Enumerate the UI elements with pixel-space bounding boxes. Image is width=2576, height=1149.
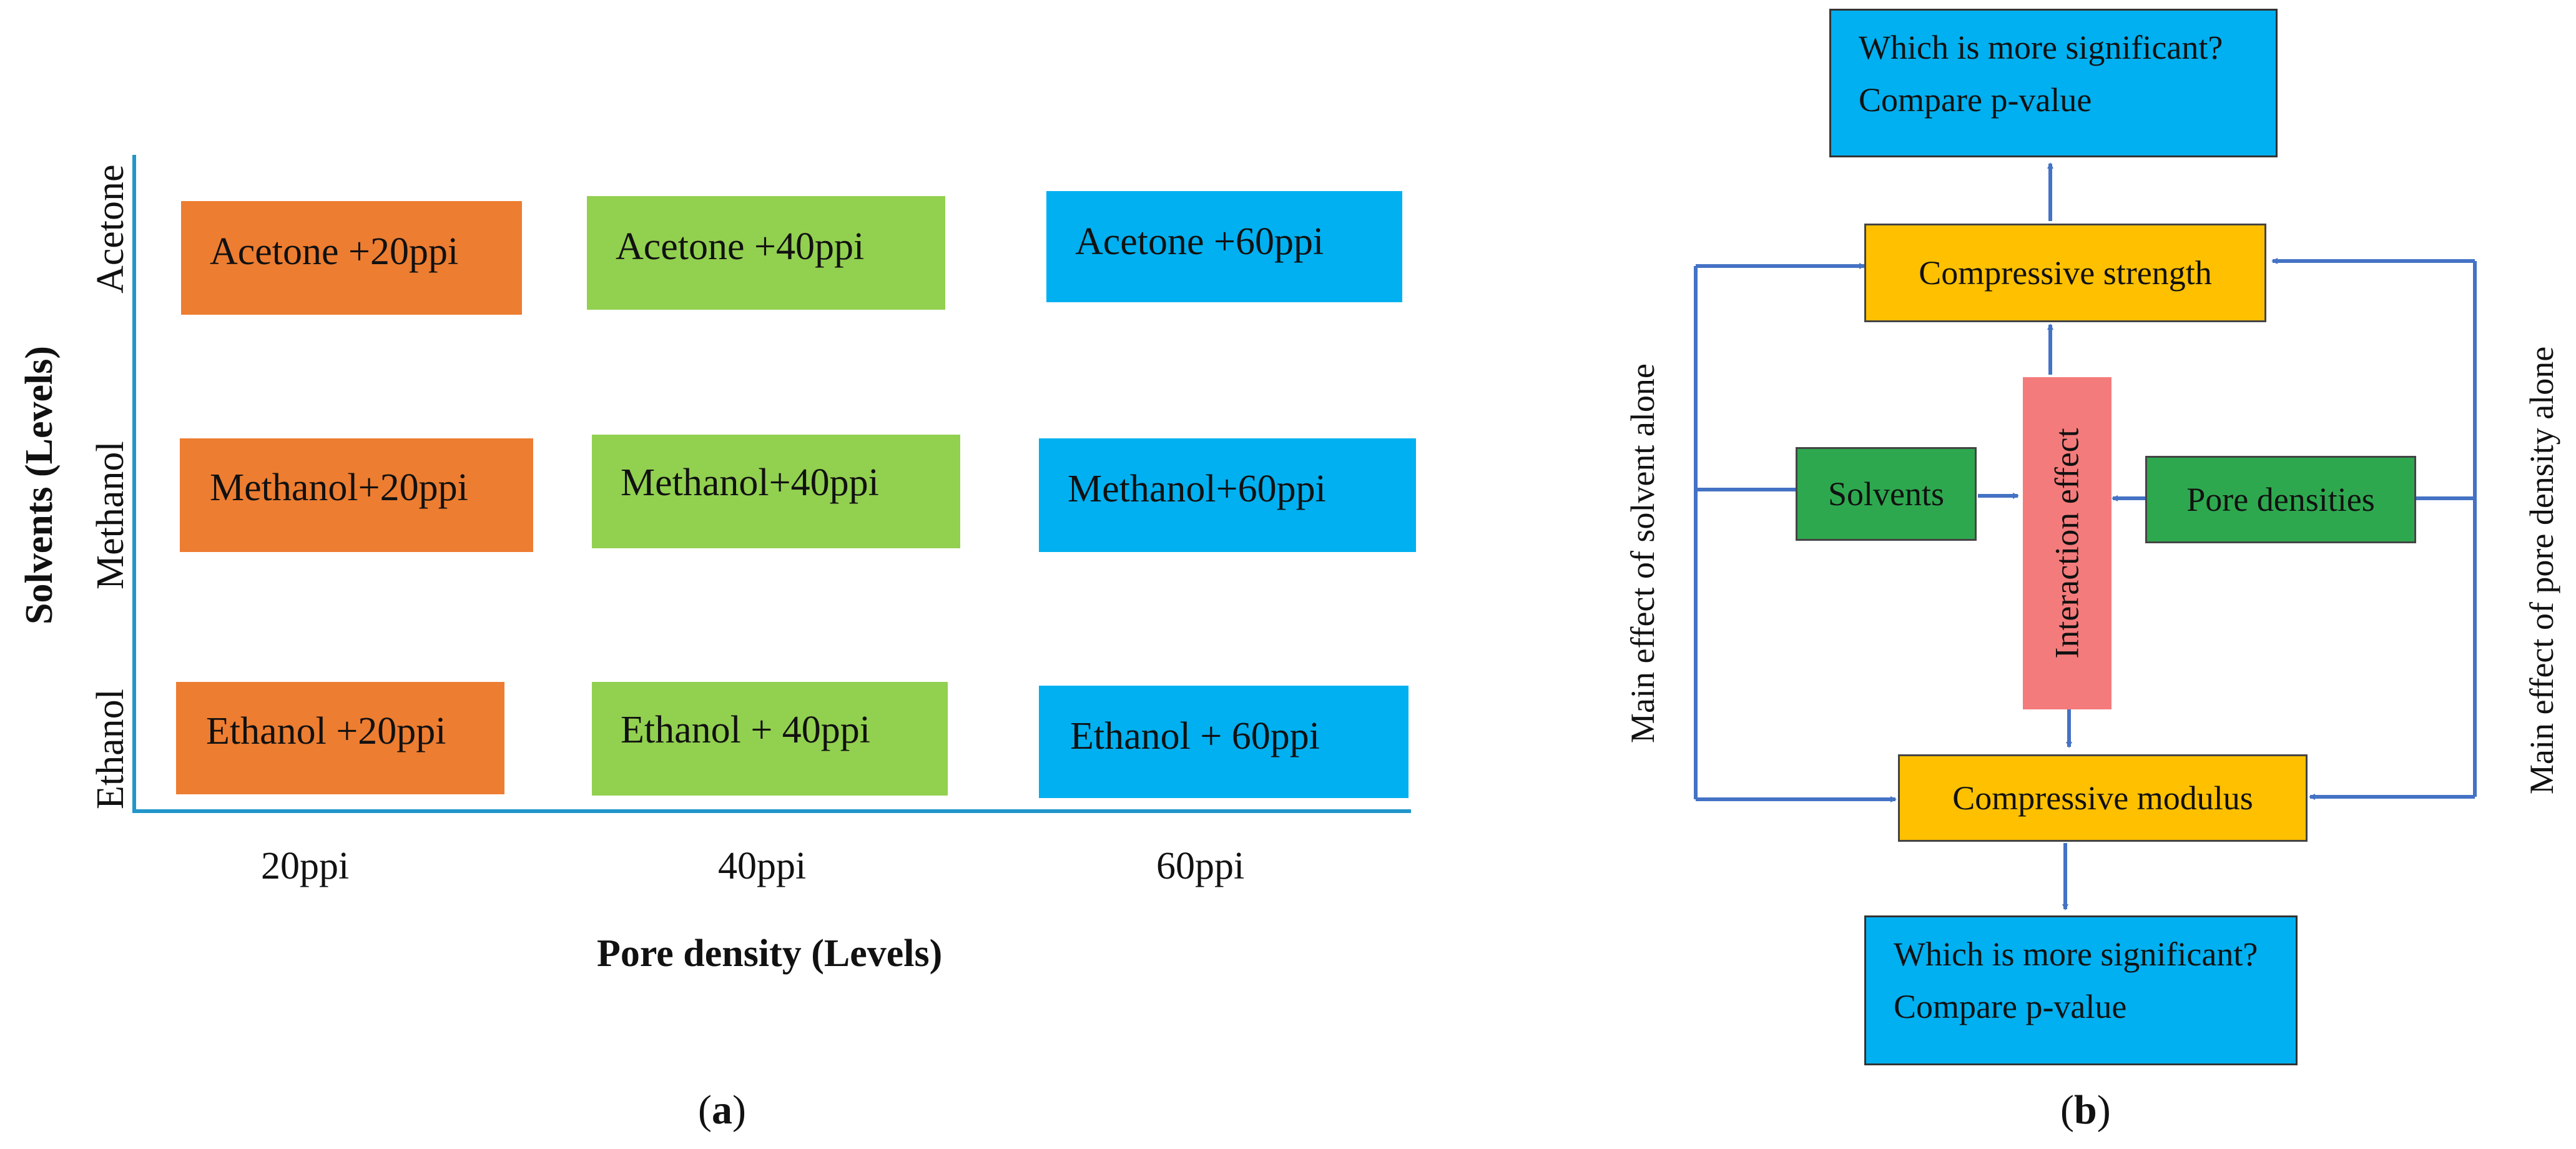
cell-label: Acetone +40ppi — [616, 225, 865, 268]
solvents-label: Solvents — [1827, 475, 1945, 513]
cell-label: Ethanol + 40ppi — [621, 709, 871, 751]
cell-label: Ethanol + 60ppi — [1070, 715, 1320, 757]
cell-methanol-20ppi: Methanol+20ppi — [180, 438, 533, 552]
cell-label: Methanol+60ppi — [1068, 468, 1326, 510]
top-box-line2: Compare p-value — [1859, 81, 2092, 119]
pore-densities-box: Pore densities — [2145, 456, 2416, 543]
cell-ethanol-40ppi: Ethanol + 40ppi — [592, 682, 948, 796]
caption-letter: a — [711, 1087, 732, 1133]
x-tick-20ppi: 20ppi — [261, 845, 350, 887]
cell-acetone-40ppi: Acetone +40ppi — [587, 196, 945, 310]
compressive-modulus-label: Compressive modulus — [1952, 779, 2253, 817]
cell-label: Acetone +20ppi — [210, 230, 459, 273]
compressive-strength-box: Compressive strength — [1864, 224, 2266, 322]
pore-densities-label: Pore densities — [2186, 481, 2375, 518]
top-box-line1: Which is more significant? — [1859, 29, 2223, 66]
panel-a-caption: (a) — [698, 1087, 746, 1133]
cell-label: Ethanol +20ppi — [206, 710, 446, 752]
x-tick-40ppi: 40ppi — [718, 845, 807, 887]
compressive-modulus-box: Compressive modulus — [1898, 754, 2308, 842]
y-axis-line — [132, 155, 136, 813]
cell-acetone-20ppi: Acetone +20ppi — [181, 201, 522, 315]
interaction-effect-box: Interaction effect — [2023, 377, 2111, 709]
left-side-label: Main effect of solvent alone — [1624, 363, 1661, 743]
cell-label: Acetone +60ppi — [1075, 220, 1324, 263]
cell-methanol-60ppi: Methanol+60ppi — [1039, 438, 1416, 552]
top-significance-box: Which is more significant? Compare p-val… — [1829, 9, 2278, 157]
cell-ethanol-20ppi: Ethanol +20ppi — [176, 682, 504, 794]
x-axis-title: Pore density (Levels) — [597, 932, 943, 975]
caption-letter: b — [2073, 1087, 2097, 1133]
bottom-box-line2: Compare p-value — [1894, 987, 2127, 1025]
cell-methanol-40ppi: Methanol+40ppi — [592, 435, 960, 548]
cell-ethanol-60ppi: Ethanol + 60ppi — [1039, 686, 1408, 798]
interaction-effect-label: Interaction effect — [2048, 428, 2086, 659]
cell-label: Methanol+40ppi — [621, 461, 879, 504]
cell-label: Methanol+20ppi — [210, 466, 468, 509]
right-side-label: Main effect of pore density alone — [2523, 346, 2560, 794]
cell-acetone-60ppi: Acetone +60ppi — [1046, 191, 1402, 302]
panel-b-caption: (b) — [2060, 1087, 2111, 1133]
compressive-strength-label: Compressive strength — [1919, 254, 2212, 292]
bottom-box-line1: Which is more significant? — [1894, 935, 2258, 973]
x-axis-line — [132, 809, 1411, 813]
x-tick-60ppi: 60ppi — [1156, 845, 1245, 887]
bottom-significance-box: Which is more significant? Compare p-val… — [1864, 915, 2298, 1065]
solvents-box: Solvents — [1796, 447, 1977, 541]
